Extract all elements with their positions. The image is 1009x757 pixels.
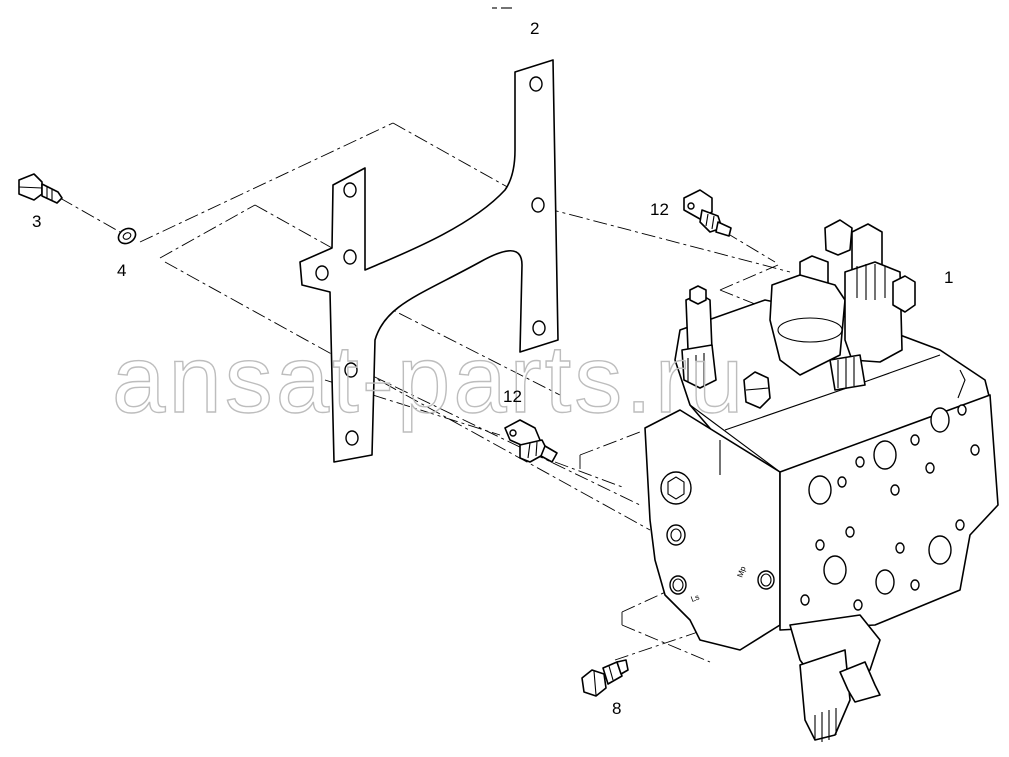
elbow-fitting-part-12-top [683, 189, 732, 237]
elbow-fitting-part-12-mid [504, 419, 558, 463]
fitting-part-8 [581, 659, 629, 697]
callout-part-2: 2 [530, 19, 539, 38]
callout-part-12-mid: 12 [503, 387, 522, 406]
callout-part-4: 4 [117, 261, 126, 280]
callout-part-12-top: 12 [650, 200, 669, 219]
callout-part-8: 8 [612, 699, 621, 718]
washer-part-4 [117, 227, 137, 245]
port-label-mp: Mp [735, 565, 747, 579]
port-label-ls: Ls [690, 593, 701, 604]
valve-block-part-1: Ls Mp [644, 219, 999, 742]
callout-part-3: 3 [32, 212, 41, 231]
watermark-text: ansat-parts.ru [112, 326, 746, 433]
bracket-part-2 [299, 59, 559, 463]
bolt-part-3 [18, 173, 63, 204]
callout-part-1: 1 [944, 268, 953, 287]
